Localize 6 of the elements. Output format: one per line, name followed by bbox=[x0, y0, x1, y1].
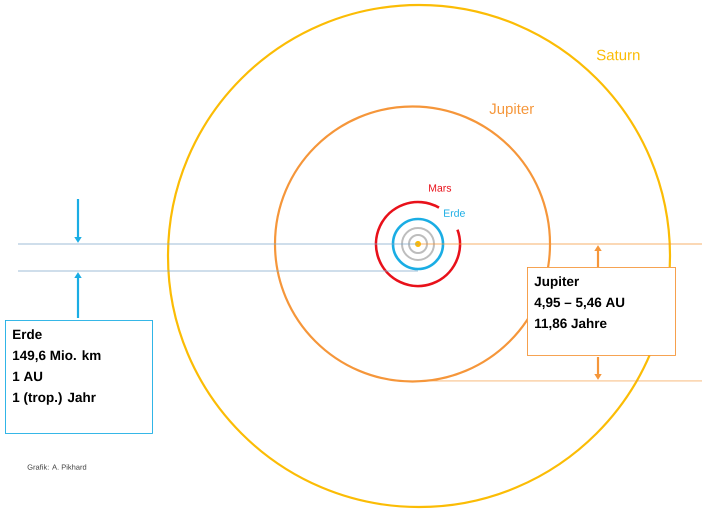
orbit-label: Erde bbox=[444, 209, 465, 217]
orbit-label: Jupiter bbox=[489, 103, 534, 117]
info-box: Jupiter 4,95 – 5,46 AU 11,86 Jahre bbox=[527, 267, 676, 356]
orbit-label: Mars bbox=[429, 184, 452, 192]
info-box: Erde 149,6 Mio. km 1 AU 1 (trop.) Jahr bbox=[5, 320, 153, 434]
orbit-label: Saturn bbox=[596, 50, 640, 60]
